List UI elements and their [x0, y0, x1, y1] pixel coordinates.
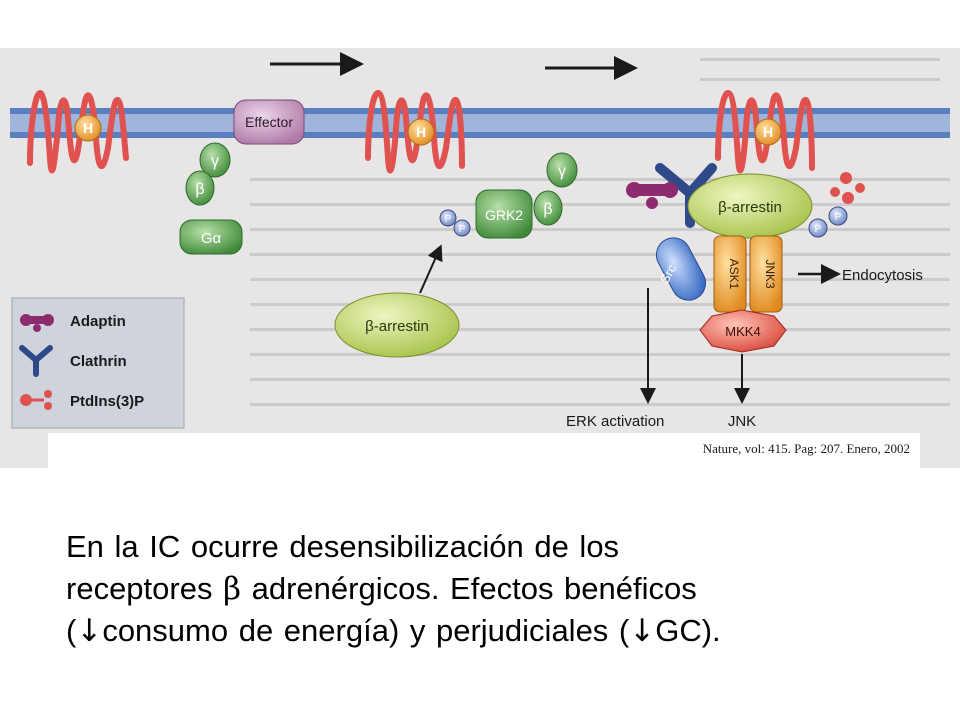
- gamma-subunit-2: [546, 152, 578, 188]
- h-label-3: H: [763, 124, 773, 140]
- citation-text: Nature, vol: 415. Pag: 207. Enero, 2002: [702, 441, 910, 456]
- galpha-label: Gα: [201, 230, 222, 247]
- erk-activation-label: ERK activation: [566, 413, 664, 430]
- body-line-2-start: receptores: [66, 571, 224, 606]
- h-ball-1: [74, 114, 102, 142]
- receptor-1: [27, 89, 129, 174]
- beta-label-1: β: [195, 181, 204, 198]
- grk2-protein: [475, 189, 533, 239]
- h-label-2: H: [416, 124, 426, 140]
- gamma-label-1: γ: [211, 153, 219, 170]
- slide-body-text: En la IC ocurre desensibilización de los…: [66, 526, 926, 652]
- body-line-3-middle: consumo de energía) y perjudiciales (: [102, 613, 630, 648]
- ask1-label: ASK1: [727, 259, 741, 290]
- beta-arrestin-free-label: β-arrestin: [365, 318, 429, 335]
- receptor-3: [715, 89, 815, 174]
- beta-arrestin-free: [334, 292, 460, 358]
- ptdins3p-icon: [20, 390, 52, 410]
- beta-arrestin-bound: [687, 173, 813, 239]
- legend-label-ptdins3p: PtdIns(3)P: [70, 393, 144, 410]
- body-line-3: (↓consumo de energía) y perjudiciales (↓…: [66, 610, 926, 652]
- body-line-3-open: (: [66, 613, 77, 648]
- beta-arrestin-bound-label: β-arrestin: [718, 199, 782, 216]
- p-circle-2: [453, 219, 471, 237]
- beta-label-2: β: [543, 201, 552, 218]
- endocytosis-label: Endocytosis: [842, 267, 923, 284]
- legend-item-adaptin: Adaptin: [20, 313, 126, 332]
- beta-symbol: β: [223, 571, 241, 607]
- cell-membrane: [10, 108, 950, 138]
- background-text-texture: [250, 58, 950, 406]
- beta-subunit-2: [533, 190, 563, 226]
- down-arrow-icon: ↓: [76, 613, 103, 649]
- p-circle-4: [828, 206, 848, 226]
- down-arrow-icon-2: ↓: [629, 613, 656, 649]
- legend-item-clathrin: Clathrin: [19, 345, 127, 377]
- adaptin-complex: [626, 182, 678, 209]
- jnk3-label: JNK3: [763, 259, 777, 289]
- p-label-1: P: [445, 214, 452, 225]
- mkk4-label: MKK4: [725, 324, 760, 339]
- h-ball-2: [407, 118, 435, 146]
- gamma-label-2: γ: [558, 163, 566, 180]
- clathrin-icon: [19, 345, 53, 377]
- adaptin-icon: [20, 314, 54, 332]
- src-kinase: [655, 237, 707, 301]
- effector-protein: [233, 99, 305, 145]
- signaling-figure: H γ β Gα Effector Adaptin Clathrin PtdIn…: [0, 48, 960, 468]
- p-circle-1: [439, 209, 457, 227]
- citation-box: Nature, vol: 415. Pag: 207. Enero, 2002: [48, 433, 920, 469]
- jnk-label: JNK: [728, 413, 756, 430]
- effector-label: Effector: [245, 114, 293, 130]
- jnk3-protein: [749, 235, 783, 313]
- body-line-1: En la IC ocurre desensibilización de los: [66, 529, 620, 564]
- g-alpha-subunit: [179, 219, 243, 255]
- grk2-label: GRK2: [485, 207, 523, 223]
- legend-label-clathrin: Clathrin: [70, 353, 127, 370]
- arrestin-recruit-arrow: [419, 244, 443, 294]
- legend-item-ptdins3p: PtdIns(3)P: [20, 390, 144, 410]
- p-circle-3: [808, 218, 828, 238]
- body-line-2-end: adrenérgicos. Efectos benéficos: [241, 571, 697, 606]
- p-label-4: P: [835, 212, 842, 223]
- p-label-3: P: [815, 224, 822, 235]
- body-line-3-end: GC).: [655, 613, 721, 648]
- body-line-2: receptores β adrenérgicos. Efectos benéf…: [66, 568, 926, 610]
- receptor-2: [365, 89, 465, 174]
- h-label-1: H: [83, 120, 93, 136]
- beta-subunit-1: [185, 170, 215, 206]
- gamma-subunit-1: [199, 142, 231, 178]
- h-ball-3: [754, 118, 782, 146]
- p-label-2: P: [459, 224, 466, 235]
- mkk4-protein: [699, 309, 787, 353]
- legend-label-adaptin: Adaptin: [70, 313, 126, 330]
- ptdins3p-cluster: [830, 172, 865, 204]
